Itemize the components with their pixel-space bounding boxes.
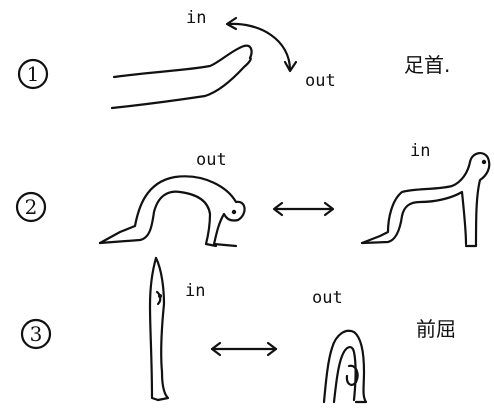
standing-figure-back xyxy=(150,258,158,400)
row-1-note: 足首. xyxy=(404,53,450,77)
row-2: 2 out in xyxy=(17,141,489,246)
forward-fold-inner xyxy=(334,347,356,402)
row-3-label-out: out xyxy=(312,288,343,308)
row-1-label-out: out xyxy=(305,71,336,91)
cat-pose-inner xyxy=(100,192,216,246)
row-1-leg-top xyxy=(114,46,252,77)
row-1-number: 1 xyxy=(27,62,40,86)
row-2-number-circle: 2 xyxy=(17,193,45,221)
row-1-curved-arrow xyxy=(228,24,290,70)
cow-pose-figure xyxy=(362,153,489,246)
row-3-label-in: in xyxy=(185,281,205,301)
row-2-label-in: in xyxy=(410,141,430,161)
standing-figure xyxy=(150,258,168,400)
cat-pose-outer xyxy=(100,176,245,246)
standing-figure-eye xyxy=(158,294,162,298)
cat-pose-eye xyxy=(232,210,236,214)
forward-fold-figure xyxy=(324,331,366,402)
row-2-label-out: out xyxy=(196,150,227,170)
cat-pose-figure xyxy=(100,176,245,246)
row-2-number: 2 xyxy=(25,195,38,219)
cow-pose-outer xyxy=(362,153,489,246)
row-1-leg-bottom xyxy=(112,58,251,108)
row-1-label-in: in xyxy=(186,8,206,28)
forward-fold-outer xyxy=(324,331,366,402)
row-1-number-circle: 1 xyxy=(19,60,47,88)
row-1: 1 in out 足首. xyxy=(19,8,450,108)
standing-figure-front xyxy=(156,258,168,400)
cow-pose-eye xyxy=(482,160,486,164)
row-3-number-circle: 3 xyxy=(22,320,50,348)
row-3: 3 in out 前屈 xyxy=(22,258,456,402)
standing-figure-face xyxy=(157,292,160,304)
row-3-note: 前屈 xyxy=(416,317,456,341)
row-3-number: 3 xyxy=(30,322,43,346)
